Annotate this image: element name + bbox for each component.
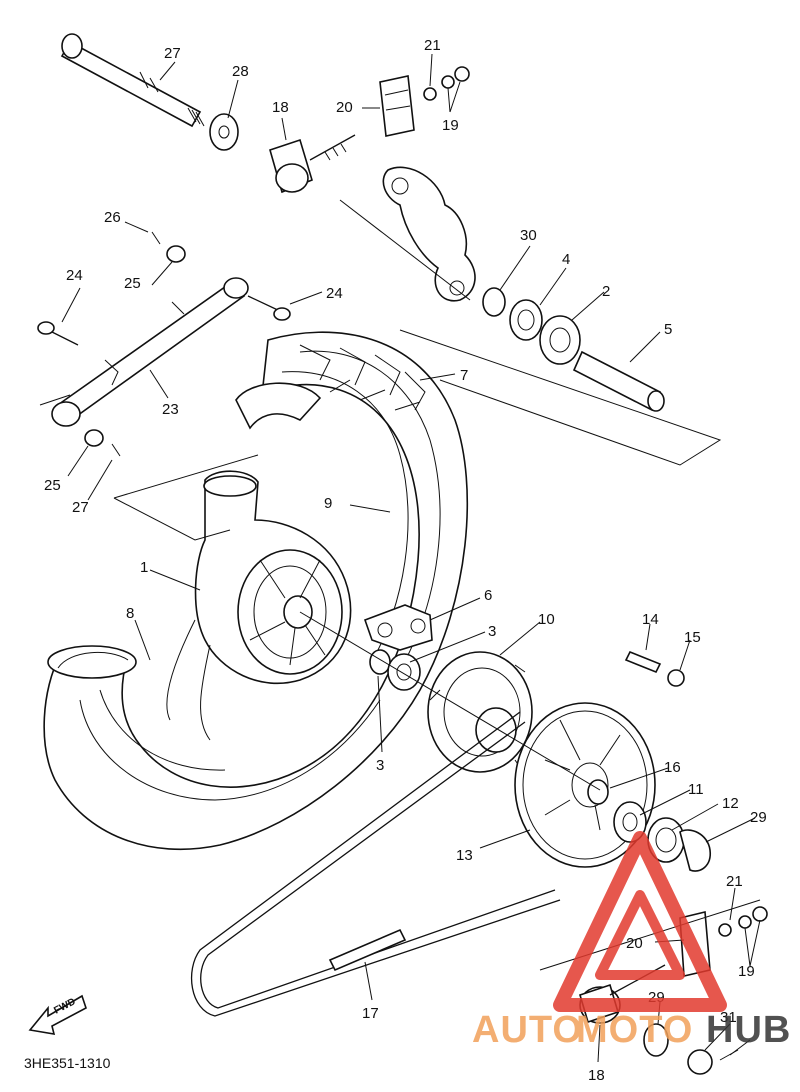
callout-16: 16 [664,759,681,776]
callout-5: 5 [664,321,672,338]
torque-rod [37,231,291,457]
callout-9: 9 [324,495,332,512]
callout-18-bottom: 18 [588,1067,605,1084]
callout-24-bottom: 25 [44,477,61,494]
callout-19: 19 [442,117,459,134]
diagram-code: 3HE351-1310 [24,1055,111,1071]
callout-8: 8 [126,605,134,622]
callout-25-bottom: 27 [72,499,89,516]
callout-26: 27 [164,45,181,62]
callout-29: 30 [520,227,537,244]
callout-27: 28 [232,63,249,80]
callout-20: 20 [336,99,353,116]
callout-25-top: 26 [104,209,121,226]
callout-21: 21 [424,37,441,54]
callout-20-bottom: 20 [626,935,643,952]
brake-bracket-bearings [339,166,722,466]
callout-3-right: 3 [488,623,496,640]
callout-4: 4 [562,251,570,268]
callout-15: 15 [684,629,701,646]
forward-direction-arrow: FWD [28,994,87,1035]
callout-10: 10 [538,611,555,628]
callout-12: 12 [722,795,739,812]
callout-14: 14 [642,611,659,628]
callout-6: 6 [484,587,492,604]
watermark-text-hub: HUB [706,1009,791,1051]
callout-30: 31 [720,1009,737,1026]
watermark-text-moto: MOTO [576,1009,693,1051]
callout-21-bottom: 21 [726,873,743,890]
callout-17: 17 [362,1005,379,1022]
callout-28: 29 [750,809,767,826]
callout-labels: 27 28 18 20 21 19 30 4 2 5 26 25 24 24 7… [44,37,767,1084]
callout-23-right: 24 [326,285,343,302]
callout-7: 7 [460,367,468,384]
callout-23-left: 24 [66,267,83,284]
leader-lines [61,53,761,1063]
axle-assembly [60,33,470,194]
callout-18: 18 [272,99,289,116]
callout-13: 13 [456,847,473,864]
callout-24-top: 25 [124,275,141,292]
watermark-text-auto: AUTO [472,1009,583,1051]
callout-2: 2 [602,283,610,300]
callout-1: 1 [140,559,148,576]
watermark-logo: AUTO MOTO HUB [472,831,791,1051]
callout-19-bottom: 19 [738,963,755,980]
callout-11: 11 [688,781,704,798]
rear-wheel-tire [43,331,469,851]
callout-22: 23 [162,401,179,418]
callout-3-bottom: 3 [376,757,384,774]
